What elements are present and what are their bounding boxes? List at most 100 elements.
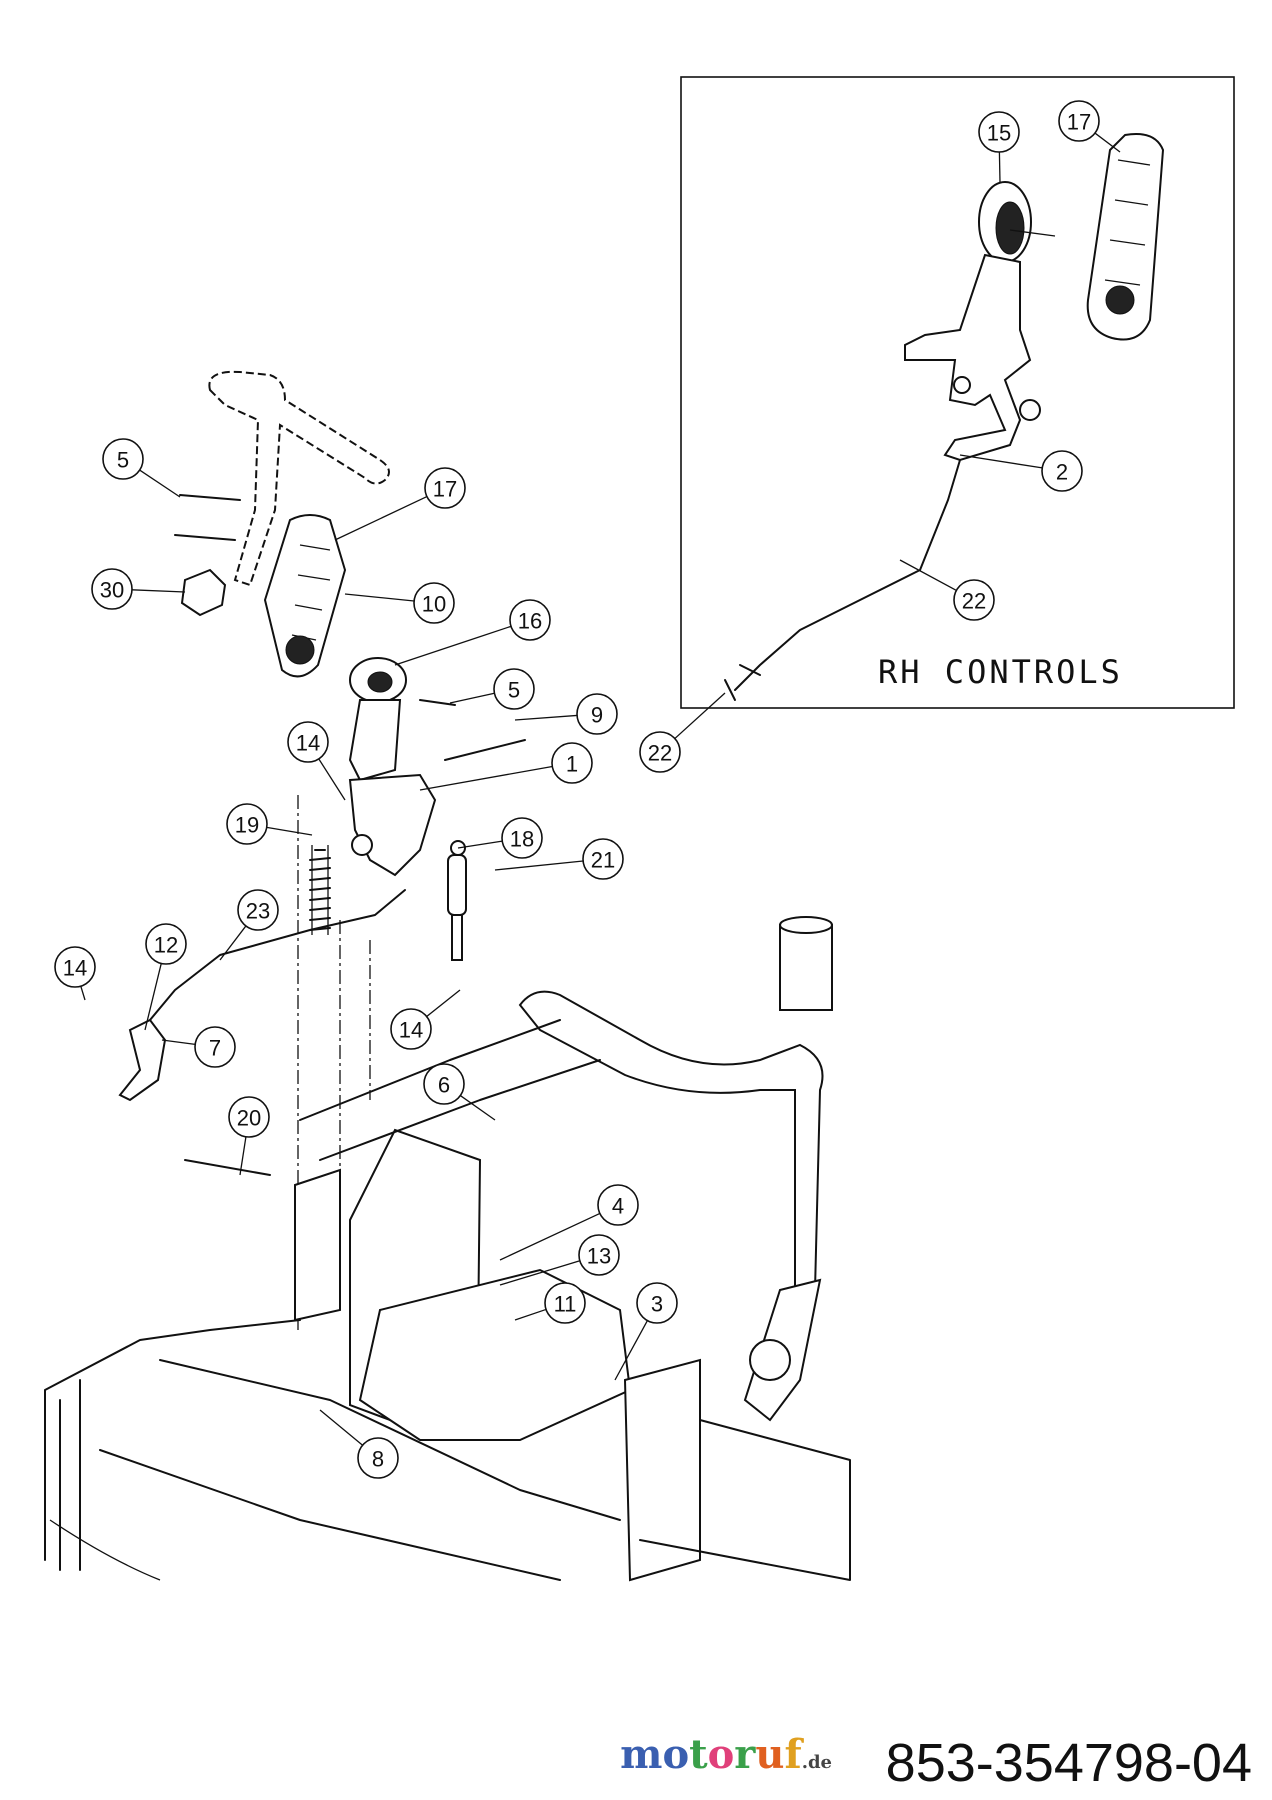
leader-line xyxy=(319,1409,364,1446)
callout-number: 17 xyxy=(1067,110,1091,135)
callout-number: 7 xyxy=(209,1036,221,1061)
callout-number: 16 xyxy=(518,609,542,634)
rh-control-rod xyxy=(734,459,961,691)
callout-3: 3 xyxy=(614,1282,678,1381)
damper xyxy=(447,840,467,961)
watermark-letter: o xyxy=(707,1731,735,1778)
rh-handle-bar xyxy=(518,916,833,1422)
callout-circle xyxy=(953,579,995,621)
callout-number: 8 xyxy=(372,1447,384,1472)
callout-circle xyxy=(287,721,329,763)
callout-number: 20 xyxy=(237,1106,261,1131)
callout-circle xyxy=(501,817,543,859)
callout-number: 13 xyxy=(587,1244,611,1269)
callout-22: 22 xyxy=(899,559,995,621)
rh-controls-inset-box xyxy=(680,76,1235,709)
leader-line xyxy=(998,151,1001,183)
callout-number: 14 xyxy=(399,1018,423,1043)
callout-circle xyxy=(54,946,96,988)
callout-13: 13 xyxy=(499,1234,620,1286)
callout-number: 9 xyxy=(591,703,603,728)
leader-line xyxy=(344,593,415,602)
rod-clip xyxy=(724,664,761,701)
callout-12: 12 xyxy=(144,923,187,1031)
leader-line xyxy=(494,860,584,871)
callout-circle xyxy=(423,1063,465,1105)
callout-circle xyxy=(424,467,466,509)
callout-circle xyxy=(145,923,187,965)
callout-circle xyxy=(597,1184,639,1226)
leader-line xyxy=(266,826,313,836)
spring xyxy=(309,845,331,935)
diagram-part-number: 853-354798-04 xyxy=(885,1733,1252,1793)
callout-number: 12 xyxy=(154,933,178,958)
leader-line xyxy=(219,925,247,961)
callout-5: 5 xyxy=(102,438,181,498)
leader-line xyxy=(131,589,186,593)
callout-30: 30 xyxy=(91,568,186,610)
leader-line xyxy=(514,1308,547,1321)
callout-number: 19 xyxy=(235,813,259,838)
bolts xyxy=(174,494,526,761)
callout-circle xyxy=(582,838,624,880)
callout-18: 18 xyxy=(457,817,543,859)
callout-number: 5 xyxy=(117,448,129,473)
leader-line xyxy=(426,989,461,1018)
callout-number: 14 xyxy=(63,956,87,981)
watermark-letter: t xyxy=(689,1731,708,1778)
bracket xyxy=(118,1018,167,1102)
callout-number: 14 xyxy=(296,731,320,756)
callout-number: 30 xyxy=(100,578,124,603)
callout-number: 22 xyxy=(962,589,986,614)
leader-line xyxy=(419,765,553,791)
callout-15: 15 xyxy=(978,111,1020,183)
leader-line xyxy=(459,1095,496,1121)
callout-circle xyxy=(390,1008,432,1050)
lh-handle-bar xyxy=(208,370,390,587)
leader-line xyxy=(334,495,428,541)
callout-number: 4 xyxy=(612,1194,624,1219)
callout-21: 21 xyxy=(494,838,624,880)
callout-circle xyxy=(357,1437,399,1479)
callout-5: 5 xyxy=(449,668,535,710)
callout-6: 6 xyxy=(423,1063,496,1121)
callout-14: 14 xyxy=(287,721,346,801)
lh-handle-grip xyxy=(263,514,347,678)
callout-19: 19 xyxy=(226,803,313,845)
callout-circle xyxy=(576,693,618,735)
callout-number: 18 xyxy=(510,827,534,852)
leader-line xyxy=(239,1136,247,1176)
callout-circle xyxy=(544,1282,586,1324)
watermark-letter: o xyxy=(662,1731,690,1778)
watermark-suffix: .de xyxy=(801,1752,832,1773)
rh-handle-grip xyxy=(1086,133,1165,341)
callout-circle xyxy=(578,1234,620,1276)
callout-circle xyxy=(194,1026,236,1068)
leader-line xyxy=(899,559,957,592)
leader-line xyxy=(614,1320,648,1381)
callout-number: 5 xyxy=(508,678,520,703)
callout-circle xyxy=(509,599,551,641)
leader-line xyxy=(674,692,726,740)
leader-line xyxy=(514,714,578,721)
callout-7: 7 xyxy=(161,1026,236,1068)
callout-number: 17 xyxy=(433,477,457,502)
callout-number: 3 xyxy=(651,1292,663,1317)
watermark-letter: r xyxy=(734,1731,756,1778)
callout-14: 14 xyxy=(54,946,96,1001)
callout-number: 22 xyxy=(648,741,672,766)
callout-14: 14 xyxy=(390,989,461,1050)
callout-circle xyxy=(551,742,593,784)
callout-8: 8 xyxy=(319,1409,399,1479)
callout-9: 9 xyxy=(514,693,618,735)
leader-line xyxy=(449,692,495,704)
callout-number: 21 xyxy=(591,848,615,873)
leader-line xyxy=(959,454,1043,469)
callout-circle xyxy=(636,1282,678,1324)
callout-circle xyxy=(413,582,455,624)
callout-number: 1 xyxy=(566,752,578,777)
leader-line xyxy=(394,625,512,666)
rh-controls-label: RH CONTROLS xyxy=(878,653,1123,691)
callout-circle xyxy=(493,668,535,710)
motoruf-watermark-logo: motoruf.de xyxy=(620,1730,832,1788)
